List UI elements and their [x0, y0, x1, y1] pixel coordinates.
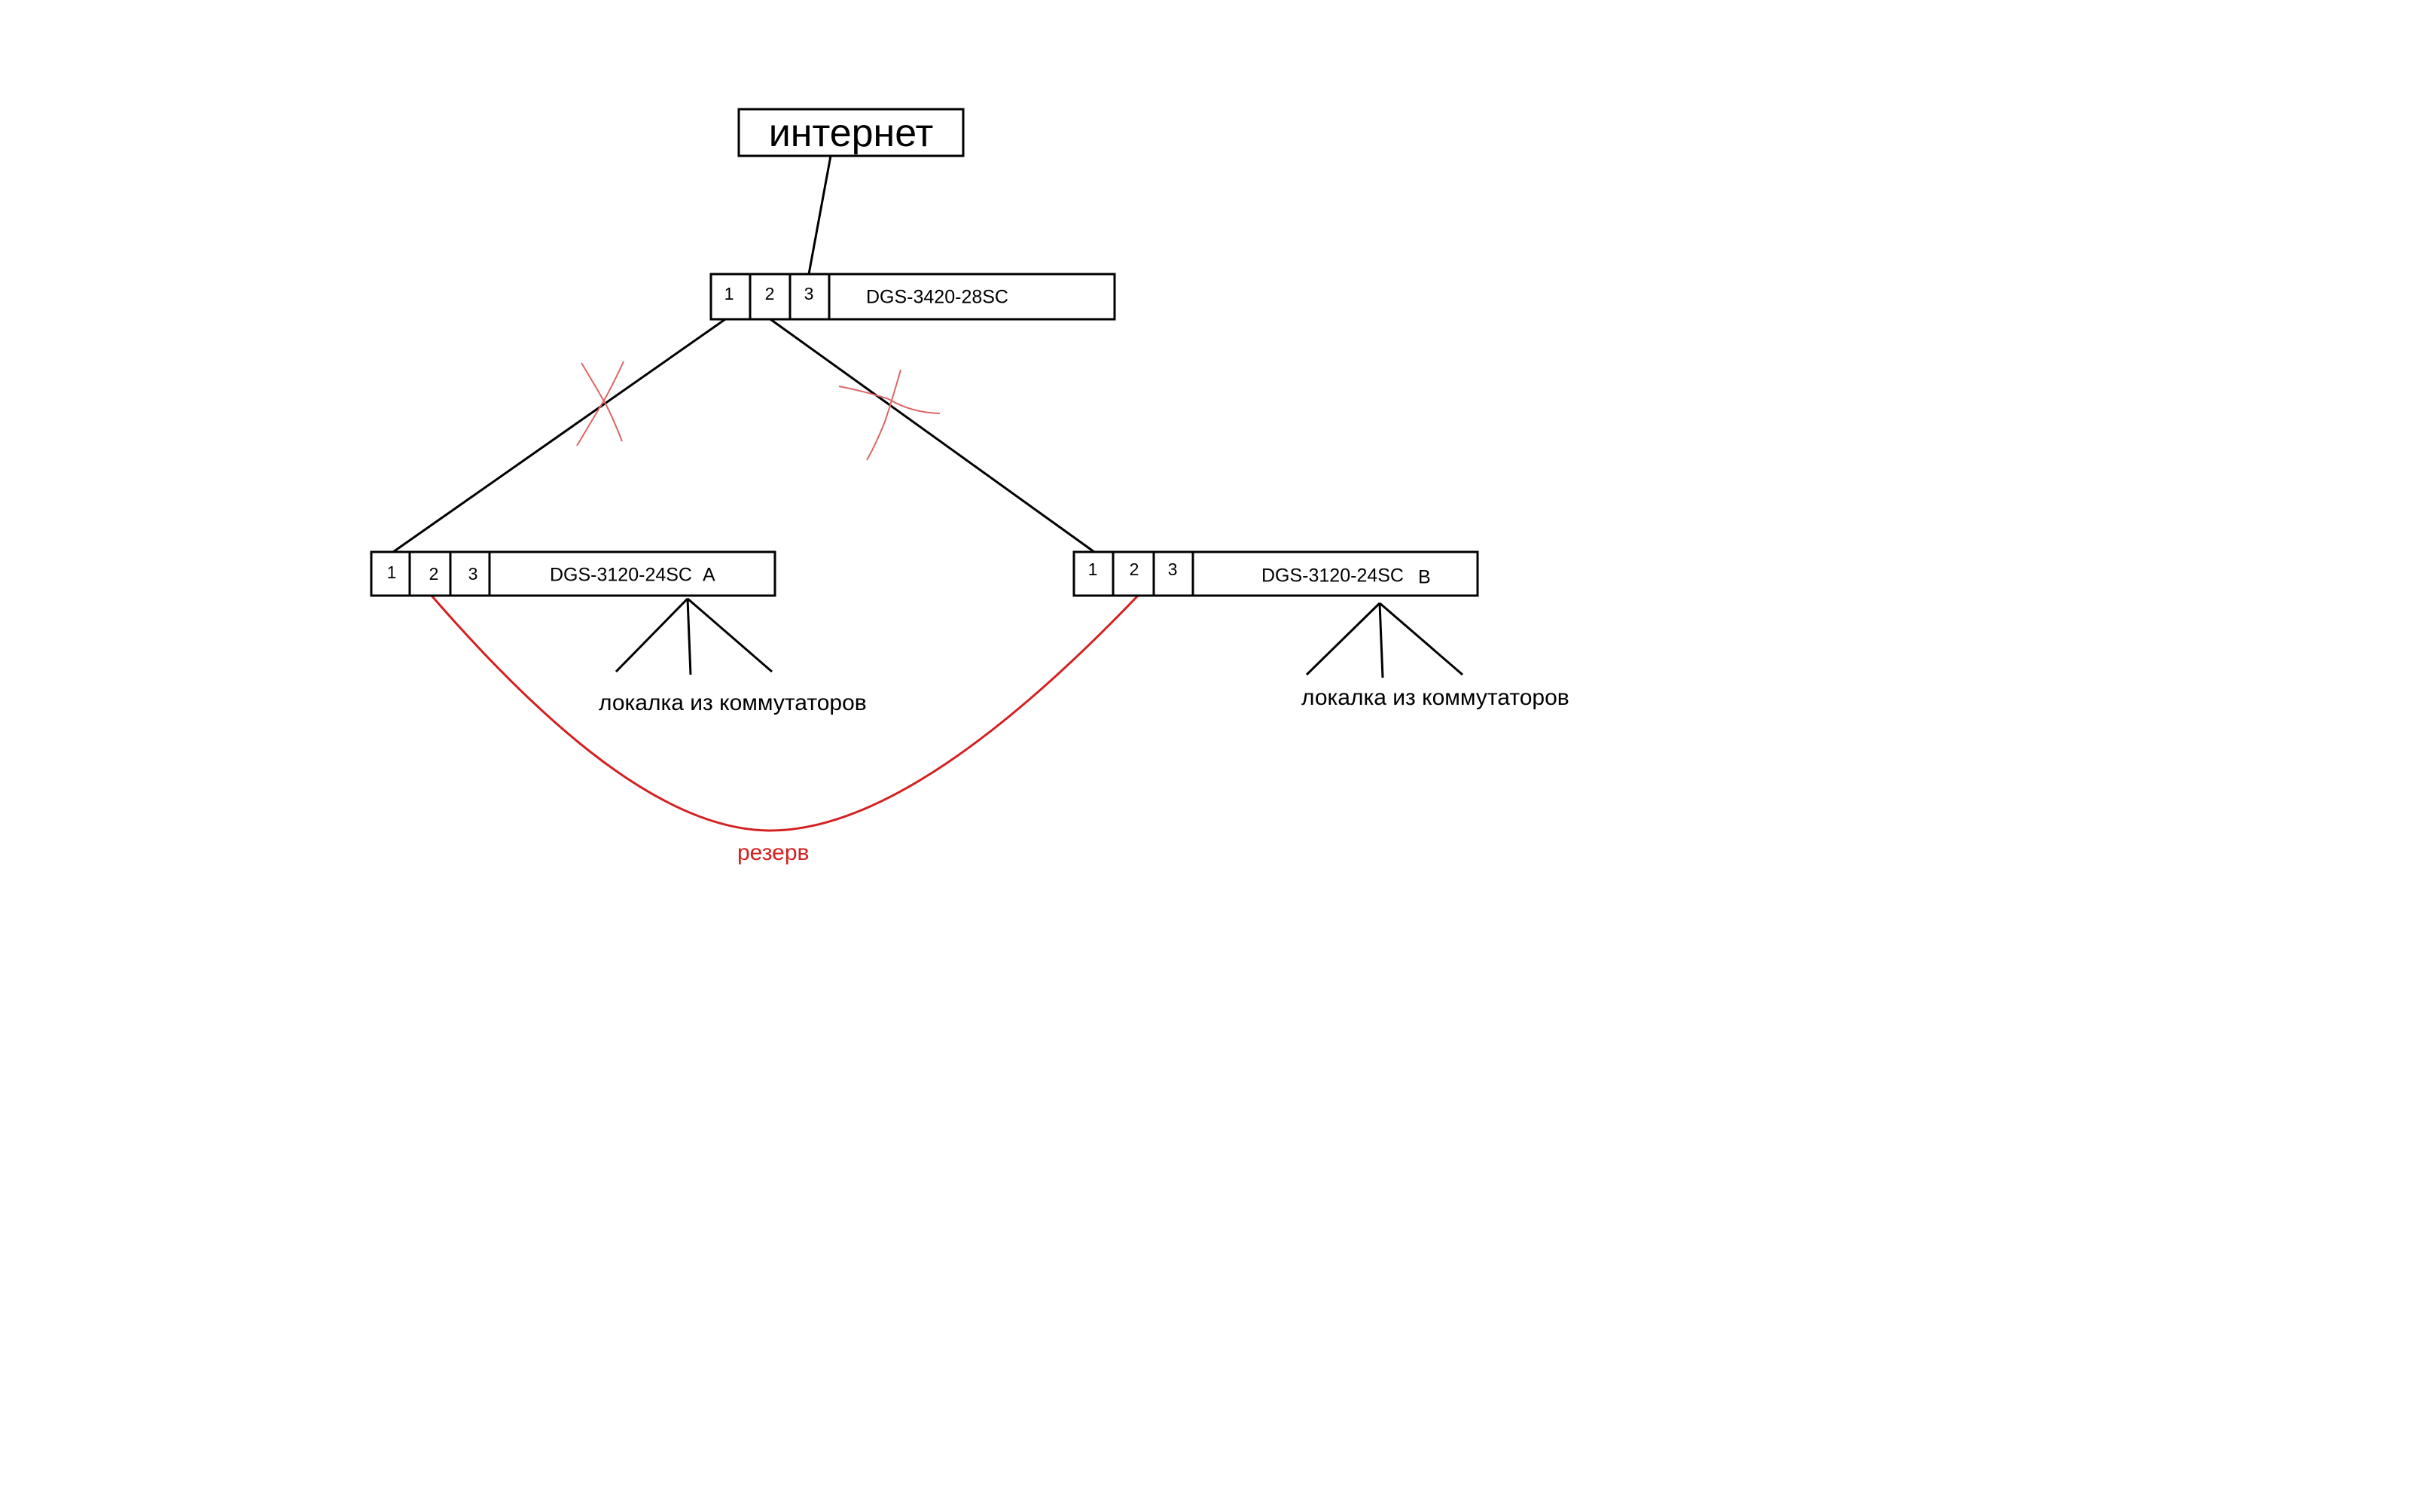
port-2: 2: [765, 284, 775, 303]
port-1: 1: [387, 562, 397, 582]
cross-mark-left: [576, 361, 624, 447]
internet-uplink: [807, 155, 832, 275]
internet-label: интернет: [769, 111, 934, 155]
backup-link-label: резерв: [737, 840, 809, 865]
link-core-to-b: [770, 318, 1095, 553]
port-3: 3: [468, 564, 478, 584]
lan-fan-a: [615, 597, 773, 675]
core-switch-model: DGS-3420-28SC: [866, 287, 1008, 308]
port-1: 1: [724, 284, 734, 303]
backup-link: [430, 594, 1139, 832]
cross-mark-right: [838, 369, 941, 461]
lan-label-a: локалка из коммутаторов: [599, 690, 867, 715]
switch-b: 1 2 3 DGS-3120-24SC B: [1072, 550, 1479, 597]
link-core-to-a: [392, 318, 726, 553]
switch-a: 1 2 3 DGS-3120-24SC A: [370, 550, 776, 597]
switch-a-tag: A: [703, 565, 715, 586]
core-switch: 1 2 3 DGS-3420-28SC: [709, 273, 1116, 321]
internet-node: интернет: [737, 108, 965, 157]
switch-b-tag: B: [1418, 567, 1431, 588]
lan-fan-b: [1305, 602, 1463, 678]
port-3: 3: [804, 284, 814, 303]
port-3: 3: [1168, 559, 1178, 579]
port-1: 1: [1088, 559, 1098, 579]
lan-label-b: локалка из коммутаторов: [1301, 685, 1569, 710]
switch-a-model: DGS-3120-24SC: [550, 565, 692, 586]
switch-b-model: DGS-3120-24SC: [1261, 565, 1404, 587]
port-2: 2: [1130, 559, 1139, 579]
port-2: 2: [429, 564, 439, 584]
